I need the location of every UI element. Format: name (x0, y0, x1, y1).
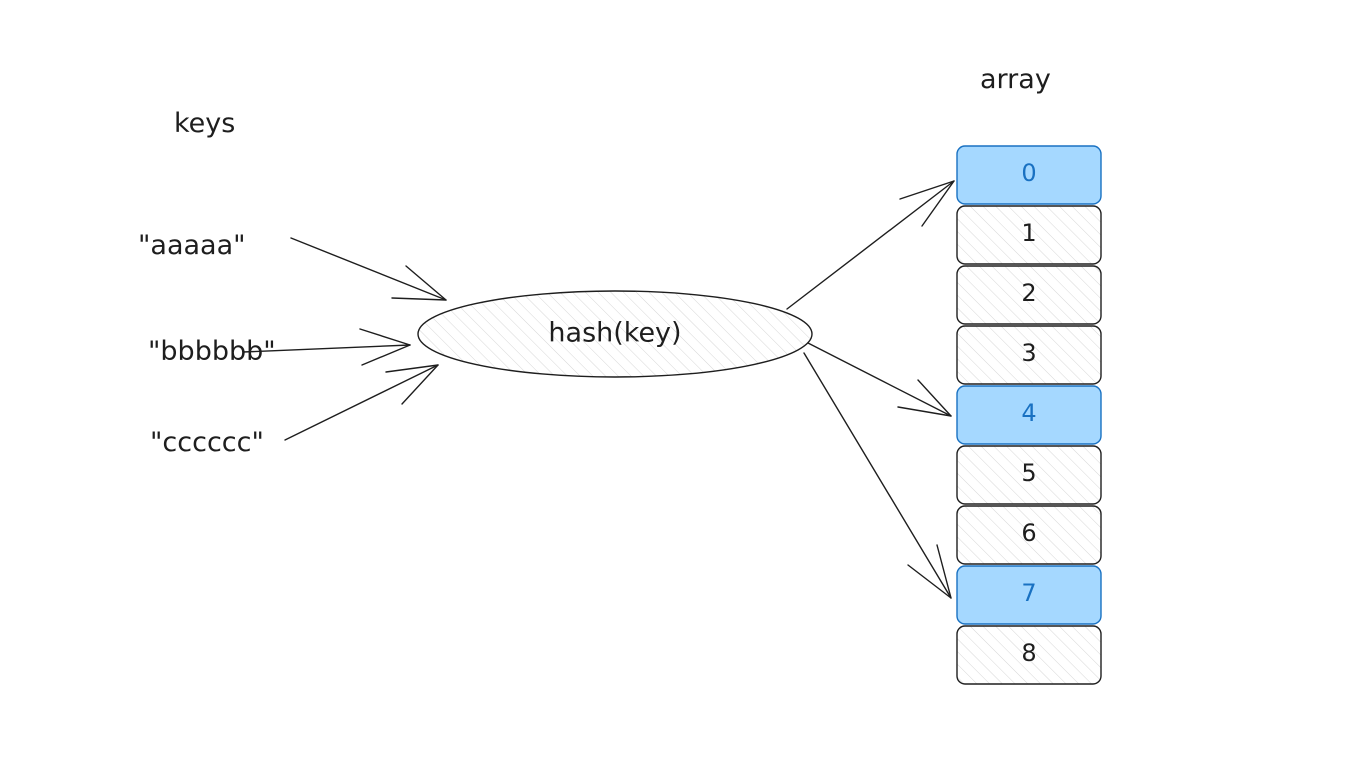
hash-function-node: hash(key) (417, 290, 813, 378)
array-cell-box (956, 565, 1102, 625)
array-cell-8: 8 (956, 625, 1102, 685)
array-cell-box (956, 625, 1102, 685)
array-cell-index: 5 (1021, 459, 1036, 487)
array-cell-4: 4 (956, 385, 1102, 445)
arrowhead (385, 364, 439, 405)
array-cell-index: 3 (1021, 339, 1036, 367)
arrow-hash-to-slot-4 (807, 342, 952, 417)
array-cell-3: 3 (956, 325, 1102, 385)
arrow-hash-to-slot-0 (786, 180, 955, 310)
array-cell-index: 8 (1021, 639, 1036, 667)
key-label: "cccccc" (150, 427, 264, 458)
array-cell-6: 6 (956, 505, 1102, 565)
arrowhead (359, 328, 411, 366)
array-cell-5: 5 (956, 445, 1102, 505)
arrowhead (907, 544, 952, 599)
hash-to-array-arrows (786, 180, 955, 599)
array-heading: array (980, 64, 1051, 95)
key-label: "aaaaa" (138, 230, 246, 261)
arrowhead (899, 180, 955, 227)
arrow-bbbbbb-to-hash (242, 344, 411, 353)
array-cell-box (956, 325, 1102, 385)
array-cell-index: 0 (1021, 159, 1036, 187)
hash-function-label: hash(key) (548, 318, 681, 349)
array-cell-index: 4 (1021, 399, 1036, 427)
array-cell-box (956, 445, 1102, 505)
key-to-hash-arrows (242, 237, 447, 441)
arrow-aaaaa-to-hash (290, 237, 447, 301)
arrow-hash-to-slot-7 (803, 352, 952, 599)
array-cell-box (956, 205, 1102, 265)
array-cell-box (956, 505, 1102, 565)
array-cell-2: 2 (956, 265, 1102, 325)
array-cell-index: 6 (1021, 519, 1036, 547)
array-cell-7: 7 (956, 565, 1102, 625)
array-cell-index: 2 (1021, 279, 1036, 307)
array-cell-index: 1 (1021, 219, 1036, 247)
array-cell-box (956, 265, 1102, 325)
arrowhead (391, 265, 447, 301)
hash-ellipse (417, 290, 813, 378)
array-cell-1: 1 (956, 205, 1102, 265)
arrowhead (897, 379, 952, 417)
array-cell-index: 7 (1021, 579, 1036, 607)
keys-heading: keys (174, 108, 235, 139)
array-cells: 0 1 2 3 4 5 6 7 (956, 145, 1102, 685)
array-cell-0: 0 (956, 145, 1102, 205)
arrow-cccccc-to-hash (284, 364, 439, 441)
array-cell-box (956, 145, 1102, 205)
array-cell-box (956, 385, 1102, 445)
